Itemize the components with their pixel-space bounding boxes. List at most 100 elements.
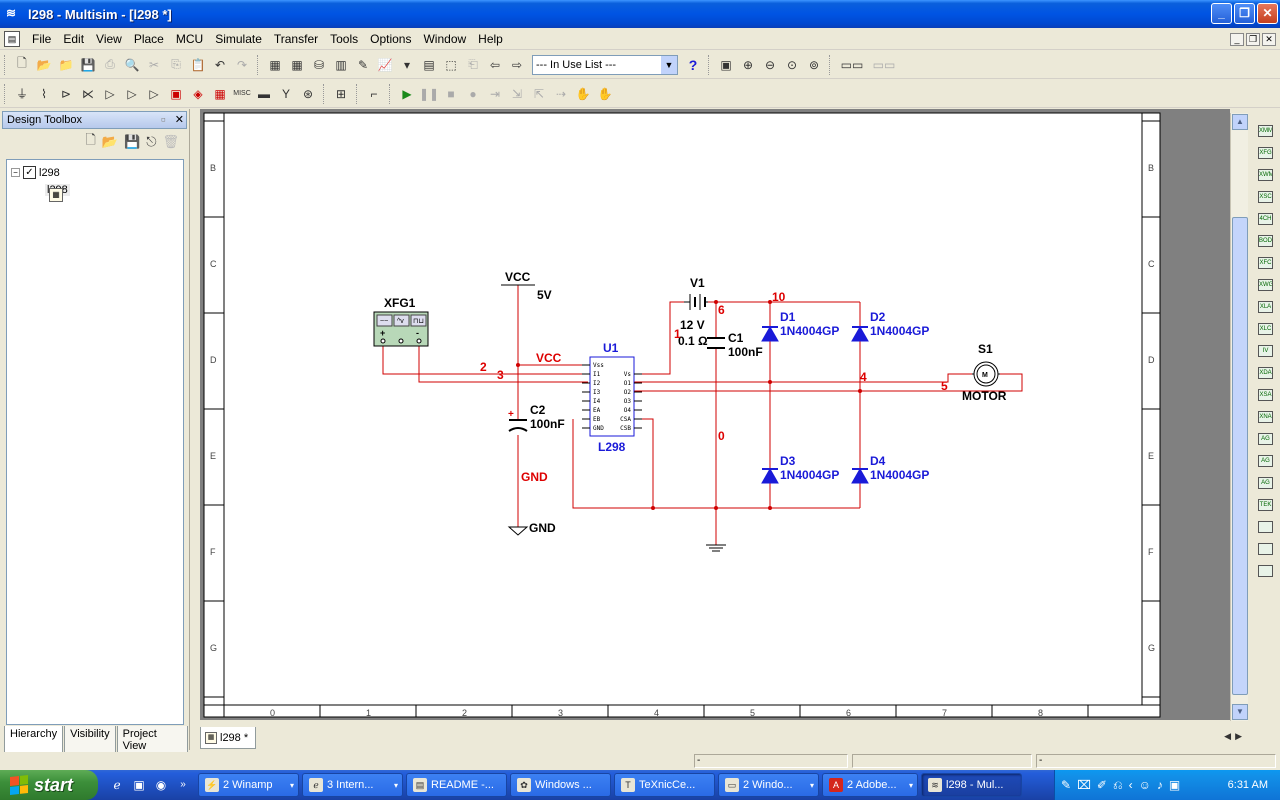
place-misc-icon[interactable]: MISC [233, 90, 251, 97]
place-rf-icon[interactable]: Y [281, 86, 290, 101]
menu-mcu[interactable]: MCU [175, 31, 204, 46]
zoom-in-icon[interactable]: ⊕ [742, 57, 754, 72]
scroll-thumb[interactable] [1232, 217, 1248, 695]
word-generator-icon[interactable]: XWG [1258, 279, 1273, 291]
open-design-icon[interactable]: 📂 [101, 134, 118, 149]
place-diode-icon[interactable]: ⊳ [60, 86, 72, 101]
place-indicator-icon[interactable]: ▦ [214, 86, 226, 101]
menu-options[interactable]: Options [370, 31, 412, 46]
menu-place[interactable]: Place [133, 31, 164, 46]
place-electromechanical-icon[interactable]: ⊛ [302, 86, 314, 101]
tray-volume-icon[interactable]: ♪ [1156, 778, 1163, 792]
motor-s1[interactable]: S1 M MOTOR [962, 342, 1007, 403]
place-ttl-icon[interactable]: ▷ [127, 86, 137, 101]
tray-pen-icon[interactable]: ✎ [1061, 778, 1072, 792]
diode-symbol[interactable] [761, 467, 779, 484]
distortion-analyzer-icon[interactable]: XDA [1258, 367, 1273, 379]
multisim-app-icon[interactable]: ≋ [6, 6, 17, 20]
current-probe-icon[interactable] [1258, 565, 1273, 577]
place-source-icon[interactable]: ⏚ [15, 87, 28, 101]
close-design-icon[interactable]: ⎋ [146, 134, 157, 149]
start-button[interactable]: start [0, 770, 98, 800]
diode-symbol[interactable] [851, 467, 869, 484]
instrument-panel-icon[interactable]: ▭▭ [840, 57, 864, 72]
menu-edit[interactable]: Edit [63, 31, 85, 46]
multimeter-icon[interactable]: XMM [1258, 125, 1273, 137]
design-toolbox-icon[interactable]: ▦ [269, 57, 281, 72]
checkbox-icon[interactable]: ✓ [23, 166, 36, 179]
instrument-panel-2-icon[interactable]: ▭▭ [872, 57, 896, 72]
remove-breakpoints-icon[interactable]: ✋ [597, 86, 613, 101]
mdi-restore-button[interactable]: ❐ [1246, 33, 1260, 46]
battery-v1[interactable]: V1 12 V 0.1 Ω [678, 276, 708, 348]
print-icon[interactable]: ⎙ [105, 57, 115, 71]
task-readme[interactable]: ▤ README -... [406, 773, 507, 797]
open-folder-icon[interactable]: 📂 [36, 57, 52, 72]
agilent-function-gen-icon[interactable]: AG [1258, 433, 1273, 445]
save-design-icon[interactable]: 💾 [124, 134, 141, 149]
step-out-icon[interactable]: ⇱ [533, 86, 545, 101]
tab-scroll-left-icon[interactable]: ◀ [1224, 731, 1232, 741]
analysis-dropdown-icon[interactable]: ▾ [403, 57, 411, 72]
forward-annotate-icon[interactable]: ⇨ [511, 57, 523, 72]
menu-simulate[interactable]: Simulate [215, 31, 262, 46]
task-windows[interactable]: ✿ Windows ... [510, 773, 611, 797]
capacitor-c2[interactable]: + C2 100nF [508, 403, 565, 432]
save-icon[interactable]: 💾 [80, 57, 96, 72]
iv-analyzer-icon[interactable]: IV [1258, 345, 1273, 357]
database-manager-icon[interactable]: ⛁ [313, 57, 325, 72]
tab-scroll-right-icon[interactable]: ▶ [1235, 731, 1242, 741]
step-into-icon[interactable]: ⇥ [489, 86, 501, 101]
stop-simulation-icon[interactable]: ■ [447, 86, 455, 101]
capacitor-c1[interactable]: C1 100nF [707, 331, 763, 359]
wattmeter-icon[interactable]: XWM [1258, 169, 1273, 181]
measurement-probe-icon[interactable] [1258, 521, 1273, 533]
new-icon[interactable]: 🗋 [17, 56, 27, 70]
place-mcu-icon[interactable]: ▣ [170, 86, 182, 101]
mdi-close-button[interactable]: ✕ [1262, 33, 1276, 46]
open-sample-icon[interactable]: 📁 [58, 57, 74, 72]
new-design-icon[interactable]: 🗋 [85, 132, 96, 147]
copy-icon[interactable]: ⎘ [171, 57, 181, 71]
tab-l298[interactable]: ▦ l298 * [200, 727, 256, 749]
tree-child[interactable]: ▦ l298 [45, 184, 70, 202]
tab-hierarchy[interactable]: Hierarchy [4, 726, 64, 755]
menu-tools[interactable]: Tools [330, 31, 359, 46]
redo-icon[interactable]: ↷ [236, 57, 248, 72]
component-wizard-icon[interactable]: ✎ [357, 57, 369, 72]
agilent-multimeter-icon[interactable]: AG [1258, 455, 1273, 467]
document-icon[interactable]: ▤ [4, 30, 20, 47]
tree-root[interactable]: − ✓ l298 [11, 166, 60, 179]
tray-expand-icon[interactable]: ‹ [1128, 778, 1133, 792]
restore-button[interactable]: ❐ [1234, 3, 1255, 24]
help-icon[interactable]: ? [688, 56, 698, 73]
place-cmos-icon[interactable]: ▷ [149, 86, 159, 101]
frequency-counter-icon[interactable]: XFC [1258, 257, 1273, 269]
tray-antivirus-icon[interactable]: ✐ [1096, 778, 1107, 792]
zoom-fit-icon[interactable]: ⊚ [808, 57, 820, 72]
scroll-up-icon[interactable]: ▲ [1232, 114, 1248, 130]
place-analog-icon[interactable]: ▷ [105, 86, 115, 101]
task-adobe[interactable]: A 2 Adobe...▾ [822, 773, 918, 797]
in-use-list-select[interactable]: --- In Use List --- ▼ [532, 54, 678, 75]
labview-icon[interactable] [1258, 543, 1273, 555]
close-button[interactable]: ✕ [1257, 3, 1278, 24]
spreadsheet-icon[interactable]: ▦ [291, 57, 303, 72]
place-mixed-icon[interactable]: ◈ [193, 86, 203, 101]
four-channel-scope-icon[interactable]: 4CH [1258, 213, 1273, 225]
scroll-down-icon[interactable]: ▼ [1232, 704, 1248, 720]
spectrum-analyzer-icon[interactable]: XSA [1258, 389, 1273, 401]
diode-bridge[interactable] [761, 325, 869, 484]
place-basic-icon[interactable]: ⌇ [41, 86, 47, 101]
toggle-breakpoint-icon[interactable]: ✋ [575, 86, 591, 101]
pause-simulation-icon[interactable]: ❚❚ [418, 86, 440, 101]
tektronix-scope-icon[interactable]: TEK [1258, 499, 1273, 511]
task-windows-explorer[interactable]: ▭ 2 Windo...▾ [718, 773, 819, 797]
run-simulation-icon[interactable]: ▶ [402, 86, 412, 101]
collapse-icon[interactable]: − [11, 168, 20, 177]
minimize-button[interactable]: _ [1211, 3, 1232, 24]
task-texniccenter[interactable]: T TeXnicCe... [614, 773, 715, 797]
show-breadboard-icon[interactable]: ⎗ [468, 57, 478, 71]
ie-icon[interactable]: ℯ [113, 778, 121, 792]
menu-view[interactable]: View [96, 31, 122, 46]
